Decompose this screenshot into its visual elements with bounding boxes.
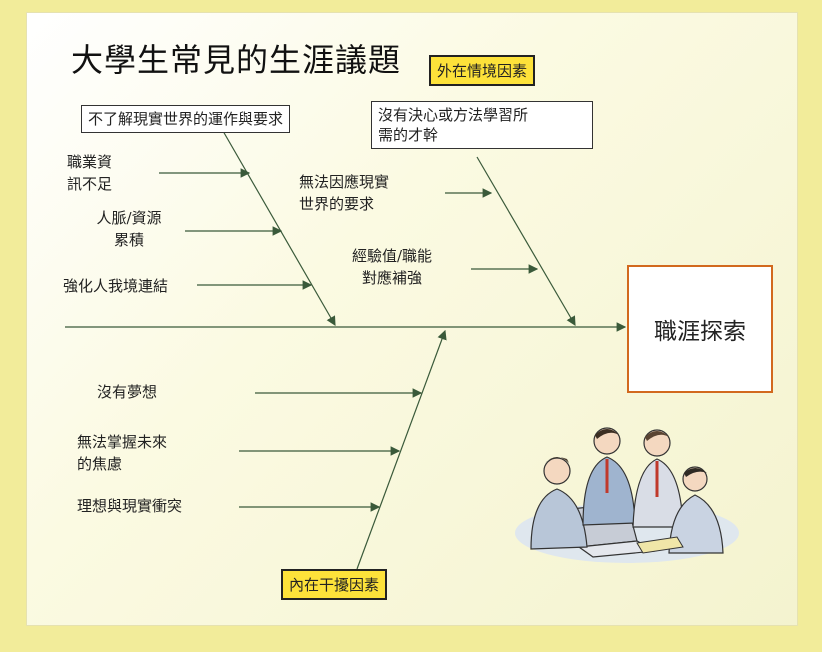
cause-text: 的焦慮: [77, 455, 123, 473]
upper-bone-left: [222, 130, 336, 327]
people-meeting-illustration: [515, 427, 739, 563]
fishbone-lines: [65, 130, 739, 570]
slide: 大學生常見的生涯議題 外在情境因素 不了解現實世界的運作與要求 沒有決心或方法學…: [26, 12, 798, 626]
cause-text: 無法掌握未來: [77, 433, 168, 451]
cause-text: 經驗值/職能: [351, 247, 433, 265]
cause-text: 職業資: [67, 153, 113, 171]
cause-text: 無法因應現實: [299, 173, 390, 191]
cause-label: 強化人我境連結: [63, 275, 168, 297]
cause-text: 訊不足: [67, 175, 113, 193]
effect-label: 職涯探索: [654, 319, 746, 345]
effect-box: 職涯探索: [627, 265, 773, 393]
cause-text: 理想與現實衝突: [77, 497, 183, 515]
internal-factor-tag: 內在干擾因素: [281, 569, 388, 600]
external-factor-tag: 外在情境因素: [429, 55, 536, 86]
cause-label: 沒有夢想: [97, 381, 157, 403]
cause-label: 無法掌握未來 的焦慮: [77, 431, 167, 475]
top-left-category-box: 不了解現實世界的運作與要求: [81, 105, 291, 133]
cause-text: 累積: [113, 231, 144, 249]
cause-label: 職業資 訊不足: [67, 151, 112, 195]
top-right-category-box: 沒有決心或方法學習所 需的才幹: [371, 101, 593, 149]
cause-label: 無法因應現實 世界的要求: [299, 171, 389, 215]
cause-label: 理想與現實衝突: [77, 495, 182, 517]
lower-bone: [356, 329, 447, 570]
top-right-category-line2: 需的才幹: [378, 126, 439, 144]
cause-text: 世界的要求: [299, 195, 375, 213]
top-left-category-label: 不了解現實世界的運作與要求: [88, 110, 284, 128]
cause-text: 強化人我境連結: [63, 277, 169, 295]
page-title: 大學生常見的生涯議題: [71, 41, 402, 79]
cause-text: 沒有夢想: [97, 383, 158, 401]
upper-bone-right: [476, 156, 576, 327]
top-right-category-line1: 沒有決心或方法學習所: [378, 106, 529, 124]
cause-text: 對應補強: [361, 269, 422, 287]
cause-label: 人脈/資源 累積: [79, 207, 179, 251]
cause-text: 人脈/資源: [96, 209, 162, 227]
cause-label: 經驗值/職能 對應補強: [333, 245, 451, 289]
